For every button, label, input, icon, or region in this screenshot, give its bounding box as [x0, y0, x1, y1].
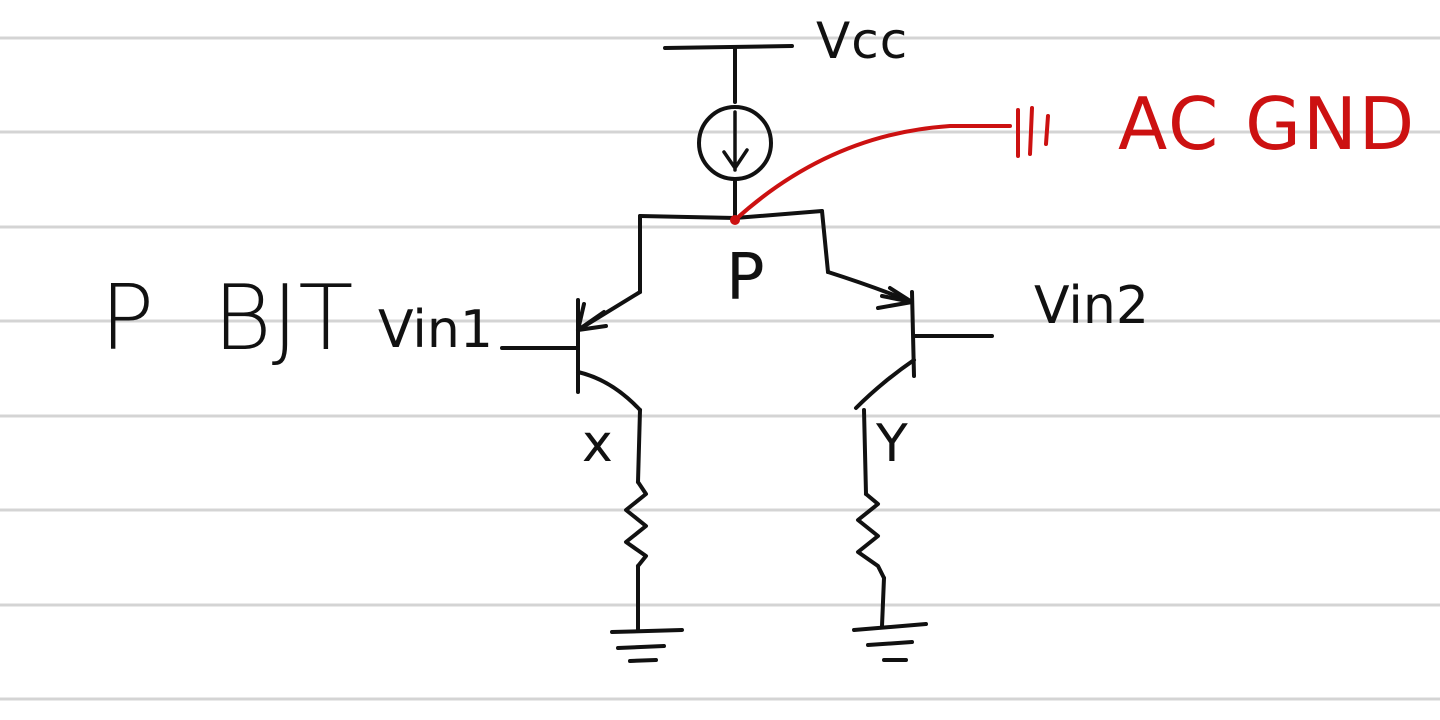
right-ground-icon — [852, 622, 928, 662]
ac-gnd-capacitor-icon — [1016, 106, 1050, 158]
vcc-label: Vcc — [816, 12, 909, 70]
p-bjt-label: P BJT — [100, 266, 354, 371]
right-collector-wire — [862, 408, 868, 496]
ac-gnd-label: AC GND — [1118, 82, 1417, 166]
node-x-label: x — [582, 414, 613, 474]
node-y-label: Y — [876, 414, 908, 474]
right-emitter-wire — [820, 209, 830, 274]
right-resistor-icon — [856, 492, 886, 580]
current-arrow-icon — [722, 110, 749, 172]
ruled-lines — [0, 36, 1440, 701]
node-p-label: P — [726, 241, 765, 315]
left-resistor-icon — [624, 480, 648, 568]
node-p-bus — [638, 209, 824, 220]
left-ground-icon — [610, 628, 684, 663]
ac-gnd-wire — [733, 124, 1012, 222]
vcc-rail — [663, 44, 794, 50]
right-collector-lead — [854, 358, 916, 410]
vin2-label: Vin2 — [1034, 276, 1149, 336]
left-collector-lead — [576, 370, 642, 412]
vin1-label: Vin1 — [378, 300, 493, 360]
right-ground-wire — [880, 576, 886, 628]
left-collector-wire — [636, 408, 642, 484]
